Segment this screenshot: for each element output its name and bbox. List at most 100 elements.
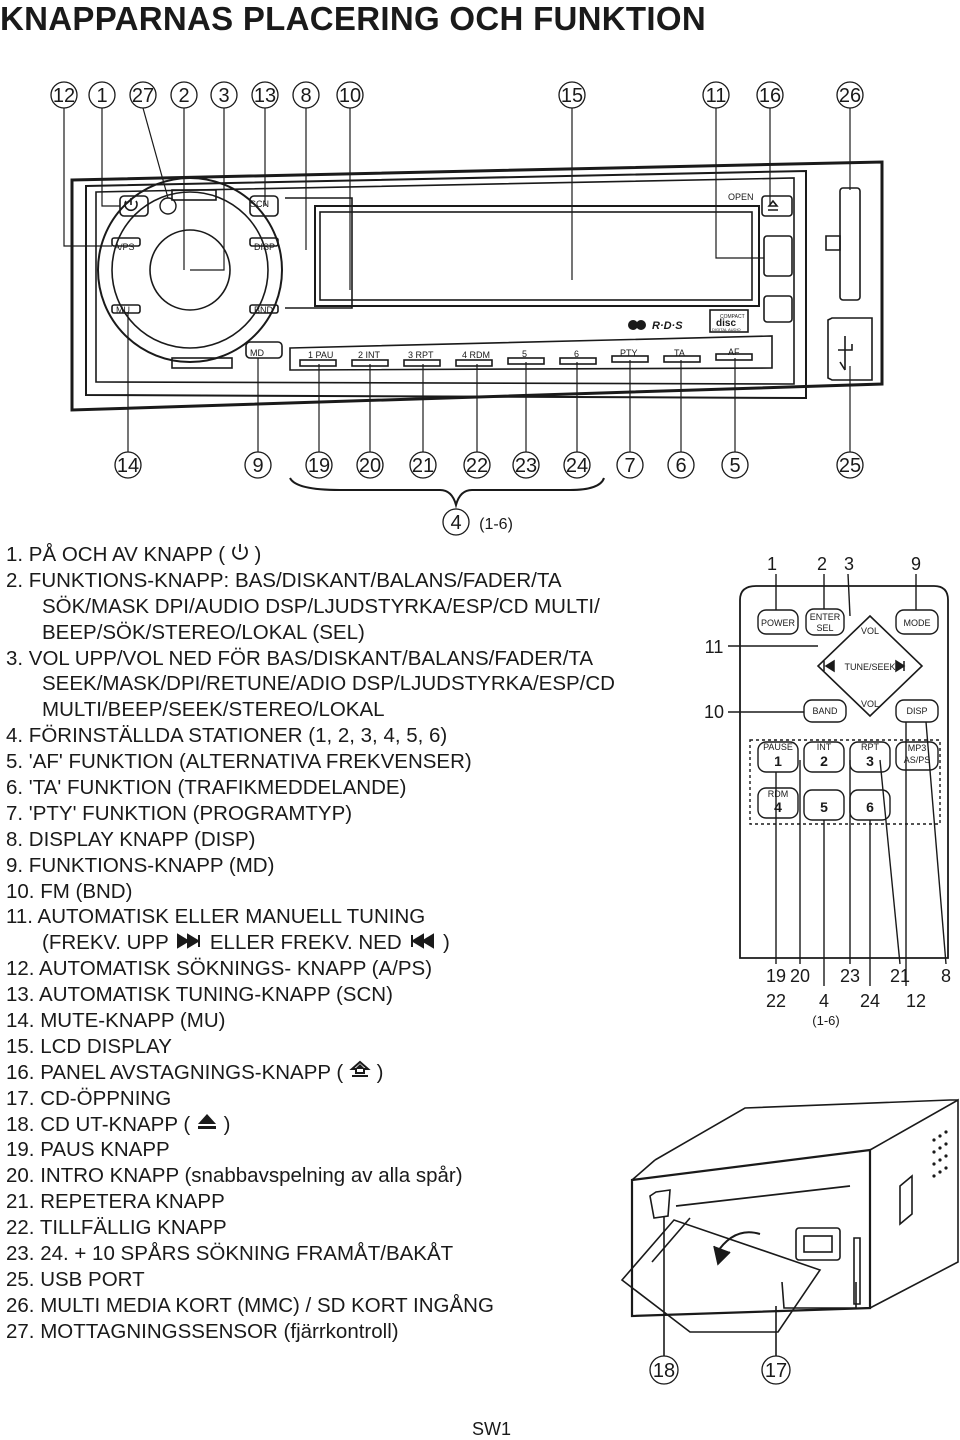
svg-text:17: 17 bbox=[765, 1360, 787, 1382]
svg-text:6: 6 bbox=[675, 455, 686, 477]
list-item: 18. CD UT-KNAPP ( ) bbox=[6, 1112, 615, 1138]
svg-text:10: 10 bbox=[339, 85, 361, 107]
list-item: 26. MULTI MEDIA KORT (MMC) / SD KORT ING… bbox=[6, 1293, 494, 1317]
preset-4: 4 RDM bbox=[462, 350, 490, 360]
compact-text: COMPACT bbox=[720, 314, 745, 320]
remote-callout-3: 3 bbox=[844, 554, 854, 574]
callout-16: 16 bbox=[756, 81, 784, 109]
digital-audio-text: DIGITAL AUDIO bbox=[712, 327, 741, 332]
panel-release-icon bbox=[349, 1060, 371, 1087]
callout-25: 25 bbox=[836, 451, 864, 479]
svg-text:4: 4 bbox=[450, 512, 461, 534]
svg-text:12: 12 bbox=[53, 85, 75, 107]
svg-text:25: 25 bbox=[839, 455, 861, 477]
remote-rdm-label: RDM bbox=[768, 789, 789, 799]
svg-text:11: 11 bbox=[706, 85, 727, 107]
callout-12: 12 bbox=[50, 81, 78, 109]
rds-logo: R·D·S bbox=[652, 320, 683, 332]
remote-disp-label: DISP bbox=[906, 706, 927, 716]
svg-text:14: 14 bbox=[117, 455, 139, 477]
bnd-label: BND bbox=[254, 305, 274, 315]
preset-pty: PTY bbox=[620, 348, 638, 358]
eject-icon bbox=[196, 1112, 218, 1139]
preset-3: 3 RPT bbox=[408, 350, 434, 360]
remote-callout-8: 8 bbox=[941, 966, 951, 986]
svg-text:23: 23 bbox=[515, 455, 537, 477]
scn-label: SCN bbox=[250, 199, 269, 209]
list-item: 10. FM (BND) bbox=[6, 879, 133, 903]
remote-callout-10: 10 bbox=[704, 702, 724, 722]
open-label: OPEN bbox=[728, 192, 754, 202]
svg-text:16: 16 bbox=[759, 85, 781, 107]
svg-text:13: 13 bbox=[254, 85, 276, 107]
svg-text:3: 3 bbox=[218, 85, 229, 107]
disp-label: DISP bbox=[254, 242, 275, 252]
callout-11: 11 bbox=[702, 81, 730, 109]
callout-19: 19 bbox=[305, 451, 333, 479]
callout-9: 9 bbox=[244, 451, 272, 479]
callout-24: 24 bbox=[563, 451, 591, 479]
svg-text:9: 9 bbox=[252, 455, 263, 477]
list-item: 3. VOL UPP/VOL NED FÖR BAS/DISKANT/BALAN… bbox=[6, 646, 594, 670]
callout-6: 6 bbox=[667, 451, 695, 479]
remote-callout-11: 11 bbox=[705, 637, 724, 657]
remote-key-6: 6 bbox=[866, 799, 874, 815]
remote-vol-up-label: VOL bbox=[861, 626, 879, 636]
list-item: 2. FUNKTIONS-KNAPP: BAS/DISKANT/BALANS/F… bbox=[6, 568, 562, 592]
remote-callout-19: 19 bbox=[766, 966, 786, 986]
remote-key-1: 1 bbox=[774, 753, 782, 769]
remote-callout-2: 2 bbox=[817, 554, 827, 574]
list-item: SEEK/MASK/DPI/RETUNE/ADIO DSP/LJUDSTYRKA… bbox=[42, 672, 615, 696]
list-item: 21. REPETERA KNAPP bbox=[6, 1190, 225, 1214]
list-item: 14. MUTE-KNAPP (MU) bbox=[6, 1009, 226, 1033]
list-item: 4. FÖRINSTÄLLDA STATIONER (1, 2, 3, 4, 5… bbox=[6, 724, 448, 748]
list-item: 25. USB PORT bbox=[6, 1267, 145, 1291]
callout-21: 21 bbox=[409, 451, 437, 479]
prev-track-icon bbox=[407, 931, 437, 957]
svg-text:19: 19 bbox=[308, 455, 330, 477]
list-item: SÖK/MASK DPI/AUDIO DSP/LJUDSTYRKA/ESP/CD… bbox=[42, 594, 600, 618]
remote-key-3: 3 bbox=[866, 753, 874, 769]
list-item: 6. 'TA' FUNKTION (TRAFIKMEDDELANDE) bbox=[6, 776, 407, 800]
list-item: 7. 'PTY' FUNKTION (PROGRAMTYP) bbox=[6, 801, 353, 825]
callout-23: 23 bbox=[512, 451, 540, 479]
list-item: (FREKV. UPP ELLER FREKV. NED ) bbox=[6, 930, 615, 956]
page-footer: SW1 bbox=[472, 1419, 512, 1439]
svg-text:2: 2 bbox=[178, 85, 189, 107]
svg-text:20: 20 bbox=[359, 455, 381, 477]
remote-mp3-label: MP3 bbox=[908, 743, 927, 753]
preset-5: 5 bbox=[522, 349, 527, 359]
mu-label: MU bbox=[116, 305, 130, 315]
list-item: 19. PAUS KNAPP bbox=[6, 1138, 170, 1162]
list-item: 1. PÅ OCH AV KNAPP ( ) bbox=[6, 542, 615, 568]
list-item: 12. AUTOMATISK SÖKNINGS- KNAPP (A/PS) bbox=[6, 957, 433, 981]
list-item: MULTI/BEEP/SEEK/STEREO/LOKAL bbox=[42, 698, 385, 722]
remote-key-5: 5 bbox=[820, 799, 828, 815]
remote-callout-20: 20 bbox=[790, 966, 810, 986]
remote-callout-23: 23 bbox=[840, 966, 860, 986]
remote-tune-seek-label: TUNE/SEEK bbox=[844, 662, 895, 672]
svg-text:15: 15 bbox=[561, 85, 583, 107]
list-item: 16. PANEL AVSTAGNINGS-KNAPP ( ) bbox=[6, 1060, 615, 1086]
list-item: 15. LCD DISPLAY bbox=[6, 1034, 172, 1058]
callout-2: 2 bbox=[170, 81, 198, 109]
callout-8: 8 bbox=[292, 81, 320, 109]
disc-text: disc bbox=[716, 318, 736, 329]
list-item: 13. AUTOMATISK TUNING-KNAPP (SCN) bbox=[6, 983, 393, 1007]
preset-af: AF bbox=[728, 347, 740, 357]
list-item: 23. 24. + 10 SPÅRS SÖKNING FRAMÅT/BAKÅT bbox=[6, 1242, 454, 1266]
callout-20: 20 bbox=[356, 451, 384, 479]
list-item: 5. 'AF' FUNKTION (ALTERNATIVA FREKVENSER… bbox=[6, 750, 472, 774]
md-label: MD bbox=[250, 348, 264, 358]
callout-15: 15 bbox=[558, 81, 586, 109]
remote-callout-22: 22 bbox=[766, 991, 786, 1011]
page-title: KNAPPARNAS PLACERING OCH FUNKTION bbox=[0, 0, 706, 37]
remote-callout-24: 24 bbox=[860, 991, 880, 1011]
remote-callout-12: 12 bbox=[906, 991, 926, 1011]
svg-text:26: 26 bbox=[839, 85, 861, 107]
callout-3: 3 bbox=[210, 81, 238, 109]
callout-10: 10 bbox=[336, 81, 364, 109]
power-icon bbox=[231, 542, 249, 569]
remote-vol-down-label: VOL bbox=[861, 699, 879, 709]
